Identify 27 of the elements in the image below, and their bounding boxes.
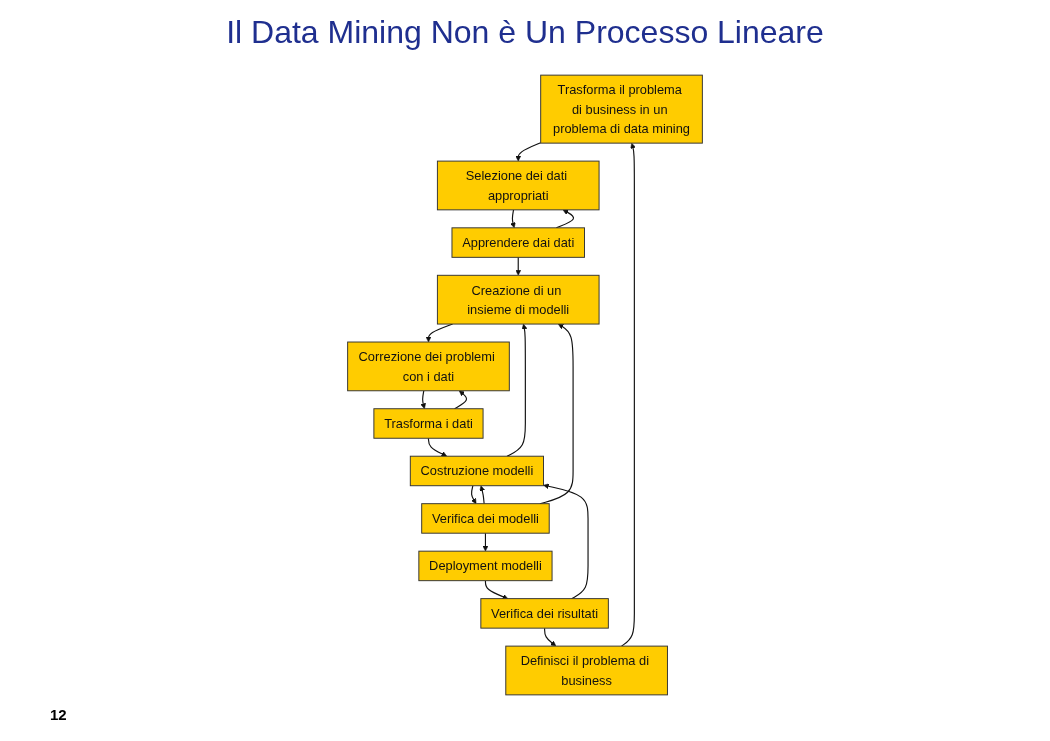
page-number: 12 [50,706,67,723]
arrow [470,485,477,504]
arrow [506,323,528,457]
arrow [420,390,426,409]
arrow [427,437,448,457]
arrow [620,142,636,647]
node-box: Trasforma il problema di business in un problema di data mining [540,74,703,144]
node-box: Selezione dei dati appropriati [436,160,600,211]
node-box: Verifica dei modelli [421,503,550,534]
arrow [543,483,589,600]
arrow [515,142,542,162]
node-box: Creazione di un insieme di modelli [436,274,600,325]
arrow [482,532,489,552]
node-box: Deployment modelli [418,550,553,582]
arrow [454,390,468,410]
arrow [544,627,557,647]
diagram-title: Il Data Mining Non è Un Processo Lineare [225,14,825,51]
node-box: Costruzione modelli [409,455,544,487]
arrow [479,485,485,505]
arrow [484,580,509,600]
arrow [515,256,522,276]
arrow [510,209,516,229]
node-box: Verifica dei risultati [480,598,609,629]
node-box: Apprendere dai dati [451,227,585,258]
node-box: Trasforma i dati [373,408,484,439]
node-box: Correzione dei problemi con i dati [347,341,510,392]
node-box: Definisci il problema di business [505,645,668,696]
